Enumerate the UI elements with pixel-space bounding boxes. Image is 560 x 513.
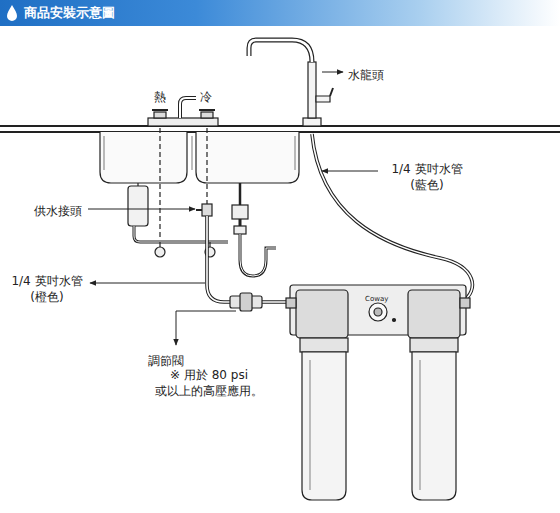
part-label: 供水接頭 (34, 204, 82, 220)
filter-unit (286, 285, 470, 500)
tube-label-box: 1/4 英吋水管 (橙色) (4, 274, 90, 305)
sink (0, 98, 560, 276)
part-label-box: 供水接頭 (34, 200, 82, 220)
tube-label-box: 1/4 英吋水管 (藍色) (382, 162, 472, 193)
part-label-box: 水龍頭 (348, 64, 384, 84)
tube-label: 1/4 英吋水管 (藍色) (382, 162, 472, 193)
leader-lines (88, 72, 378, 345)
part-label-box: 調節閥 (148, 350, 184, 370)
blue-tube (312, 134, 472, 302)
tube-label: 1/4 英吋水管 (橙色) (4, 274, 90, 305)
note-text-box: ※ 用於 80 psi 或以上的高壓應用。 (150, 368, 268, 399)
drop-icon (7, 5, 17, 21)
page-title: 商品安裝示意圖 (24, 5, 115, 21)
filter-faucet (249, 40, 333, 126)
part-label: 調節閥 (148, 354, 184, 370)
note-text: ※ 用於 80 psi 或以上的高壓應用。 (150, 368, 268, 399)
hot-label-box: 熱 (154, 86, 166, 106)
orange-tube (207, 216, 230, 302)
cold-label-box: 冷 (200, 86, 212, 106)
hot-label: 熱 (154, 90, 166, 106)
part-label: 水龍頭 (348, 68, 384, 84)
cold-label: 冷 (200, 90, 212, 106)
brand-logo: Coway (365, 295, 388, 304)
regulator-valve (230, 293, 262, 311)
brand-logo-box: Coway (365, 286, 388, 305)
